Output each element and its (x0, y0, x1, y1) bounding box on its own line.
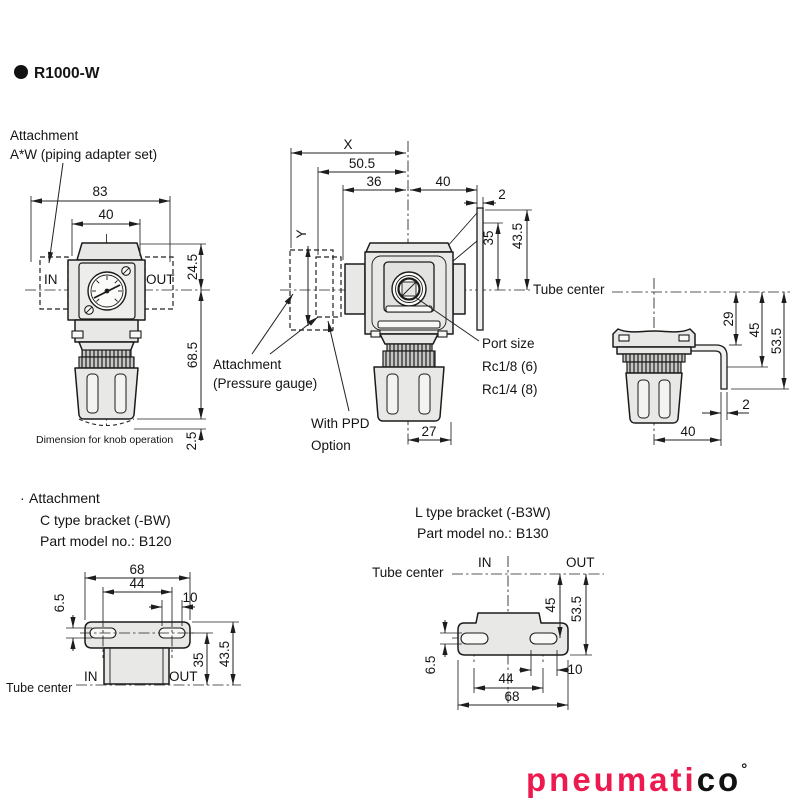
side-dim-y: Y (294, 229, 309, 238)
front-dim-2-5: 2.5 (184, 432, 199, 451)
piping-adapter-note-line1: Attachment (10, 128, 79, 143)
bracket-c-centerlines (76, 616, 241, 686)
bracket-l-dim-10: 10 (567, 662, 582, 677)
knob-operation-arc (78, 418, 135, 427)
bracket-c-dim-68: 68 (129, 562, 144, 577)
rear-dim-45: 45 (747, 322, 762, 337)
bracket-l-dim-53-5: 53.5 (569, 596, 584, 622)
rear-body-outline (612, 328, 696, 424)
brand-logo: pneumatico° (526, 761, 750, 798)
front-knob (74, 367, 139, 420)
bracket-c-dimension-lines (66, 572, 239, 685)
bracket-c-heading3: Part model no.: B120 (40, 533, 172, 549)
port-size-line3: Rc1/4 (8) (482, 382, 538, 397)
ppd-leader (327, 320, 350, 412)
gauge-screws (84, 266, 131, 315)
bracket-c-heading1: Attachment (29, 490, 100, 506)
bracket-c-in-label: IN (84, 669, 98, 684)
rear-knob (625, 372, 683, 424)
bracket-l-heading2: Part model no.: B130 (417, 525, 549, 541)
side-dim-36: 36 (366, 174, 381, 189)
side-body-outline (344, 242, 466, 422)
front-dim-24-5: 24.5 (185, 254, 200, 280)
bracket-l-out-label: OUT (566, 555, 595, 570)
port-size-line2: Rc1/8 (6) (482, 359, 538, 374)
front-body-outline (67, 242, 146, 427)
rear-view: 29 45 53.5 2 40 (612, 278, 790, 446)
page-title: R1000-W (14, 65, 100, 82)
front-view: 83 40 24.5 68.5 2.5 IN OUT Attachment A*… (10, 128, 210, 450)
port-size-leader (414, 296, 480, 342)
port-size-line1: Port size (482, 336, 535, 351)
bracket-l-heading1: L type bracket (-B3W) (415, 504, 551, 520)
front-out-label: OUT (146, 272, 175, 287)
brand-logo-dark: co (697, 761, 742, 798)
side-dim-43-5: 43.5 (510, 223, 525, 249)
side-dimension-lines (251, 148, 532, 445)
bracket-l-dimension-lines (440, 574, 592, 710)
rear-dim-40: 40 (680, 424, 695, 439)
bracket-c-bullet: · (20, 490, 25, 506)
tube-center-label: Tube center (533, 282, 605, 297)
rear-dim-29: 29 (721, 311, 736, 326)
gauge-leader-1 (251, 293, 294, 355)
bracket-l-outline (457, 612, 569, 656)
bracket-l-dim-6-5: 6.5 (423, 656, 438, 675)
front-dim-40: 40 (98, 207, 113, 222)
side-view: X 50.5 36 40 2 Y 35 43.5 27 Tube center … (213, 137, 605, 453)
bullet-icon (14, 65, 28, 79)
side-dim-27: 27 (421, 424, 436, 439)
ppd-note-line2: Option (311, 438, 351, 453)
gauge-note-line1: Attachment (213, 357, 282, 372)
bracket-l-dim-68: 68 (504, 689, 519, 704)
model-title: R1000-W (34, 65, 100, 82)
bracket-c-out-label: OUT (169, 669, 198, 684)
bracket-c-heading2: C type bracket (-BW) (40, 512, 171, 528)
knob-operation-note: Dimension for knob operation (36, 434, 173, 446)
gauge-leader-2 (269, 316, 319, 355)
bracket-c-dim-6-5: 6.5 (52, 594, 67, 613)
ppd-note-line1: With PPD (311, 416, 370, 431)
gauge-note-line2: (Pressure gauge) (213, 376, 317, 391)
rear-dimension-lines (654, 292, 789, 446)
rear-dim-53-5: 53.5 (769, 328, 784, 354)
piping-adapter-note-line2: A*W (piping adapter set) (10, 147, 157, 162)
bracket-c-view: · Attachment C type bracket (-BW) Part m… (6, 490, 241, 695)
brand-logo-mark: ° (741, 761, 750, 778)
bracket-l-dim-45: 45 (543, 597, 558, 612)
gauge-ticks (92, 276, 122, 302)
front-dim-68-5: 68.5 (185, 342, 200, 368)
side-dim-35: 35 (481, 230, 496, 245)
bracket-c-dim-35: 35 (191, 652, 206, 667)
bracket-l-tube-center-label: Tube center (372, 565, 444, 580)
bracket-l-view: L type bracket (-B3W) Part model no.: B1… (372, 504, 604, 710)
side-dim-2: 2 (498, 187, 506, 202)
bracket-c-dim-43-5: 43.5 (217, 641, 232, 667)
bracket-l-dim-44: 44 (498, 671, 514, 686)
side-dim-40: 40 (435, 174, 450, 189)
brand-logo-red: pneumati (526, 761, 697, 798)
bracket-c-tube-center-label: Tube center (6, 681, 72, 695)
bracket-c-dim-44: 44 (129, 576, 145, 591)
bracket-l-in-label: IN (478, 555, 492, 570)
front-dimension-lines (30, 162, 206, 441)
side-attachment-dashed-boxes (289, 249, 342, 331)
side-dim-x: X (343, 137, 352, 152)
bracket-c-dim-10: 10 (182, 590, 197, 605)
side-dim-50-5: 50.5 (349, 156, 375, 171)
side-mount-plate (445, 207, 484, 331)
side-knob (373, 366, 445, 422)
gauge-hub (104, 288, 110, 294)
l-bracket-side-profile (689, 344, 728, 390)
front-dim-83: 83 (92, 184, 107, 199)
front-in-label: IN (44, 272, 58, 287)
rear-dim-2: 2 (742, 397, 750, 412)
piping-adapter-leader (47, 162, 64, 264)
